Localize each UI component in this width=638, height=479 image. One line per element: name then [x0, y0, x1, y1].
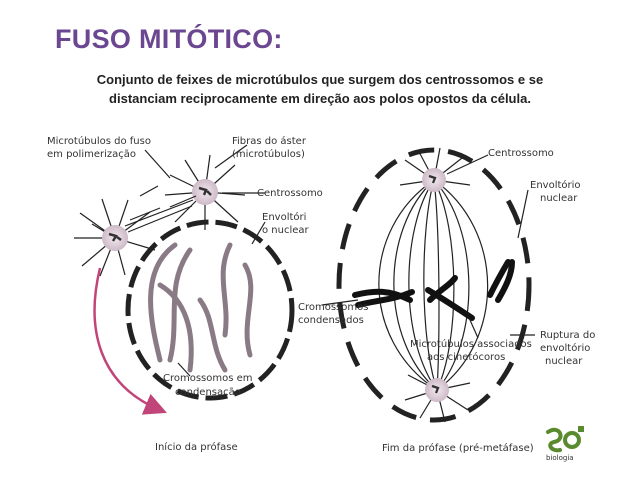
left-leader-lines	[144, 144, 266, 377]
label-cromossomos-condensacao-2: condensação	[175, 387, 241, 398]
label-ruptura-2: envoltório	[540, 342, 590, 354]
condensed-chromosomes	[352, 259, 515, 321]
label-ruptura-1: Ruptura do	[540, 330, 595, 341]
subtitle-line-1: Conjunto de feixes de microtúbulos que s…	[96, 72, 544, 87]
progression-arrow	[93, 267, 167, 415]
label-envoltorio-right-1: Envoltório	[530, 179, 581, 191]
label-microtubulos-fuso-2: em polimerização	[47, 149, 136, 160]
label-ruptura-3: nuclear	[545, 356, 583, 367]
label-cromossomos-condensados-1: Cromossomos	[298, 302, 368, 313]
early-prophase-cell	[74, 154, 295, 415]
label-microtubulos-cinetocoros-2: aos cinetócoros	[427, 351, 505, 363]
page-title: FUSO MITÓTICO:	[55, 24, 283, 54]
label-envoltorio-left-2: o nuclear	[262, 225, 310, 236]
label-centrossomo-right: Centrossomo	[488, 148, 554, 159]
subtitle: Conjunto de feixes de microtúbulos que s…	[70, 70, 570, 108]
condensing-chromosomes	[148, 242, 254, 373]
label-microtubulos-fuso-1: Microtúbulos do fuso	[47, 135, 151, 147]
left-nuclear-envelope	[125, 219, 295, 401]
right-nuclear-envelope-fragments	[336, 147, 532, 423]
label-inicio-profase: Início da prófase	[155, 441, 238, 453]
late-prophase-cell	[336, 147, 532, 423]
label-centrossomo-left: Centrossomo	[257, 188, 323, 199]
spindle-microtubules-polymerizing	[124, 185, 197, 233]
label-envoltorio-left-1: Envoltóri	[262, 211, 306, 223]
label-envoltorio-right-2: nuclear	[540, 193, 578, 204]
label-fim-profase: Fim da prófase (pré-metáfase)	[382, 442, 534, 454]
so-biologia-logo: biologia	[538, 424, 586, 462]
right-leader-lines	[321, 154, 535, 339]
label-cromossomos-condensados-2: condensados	[298, 315, 364, 326]
label-fibras-aster-2: (microtúbulos)	[232, 148, 305, 160]
label-fibras-aster-1: Fibras do áster	[232, 135, 307, 147]
subtitle-line-2: distanciam reciprocamente em direção aos…	[109, 91, 531, 106]
label-cromossomos-condensacao-1: Cromossomos em	[163, 373, 253, 384]
spindle-fibers	[378, 179, 489, 391]
label-microtubulos-cinetocoros-1: Microtúbulos associados	[410, 338, 532, 350]
logo-text: biologia	[546, 454, 574, 462]
